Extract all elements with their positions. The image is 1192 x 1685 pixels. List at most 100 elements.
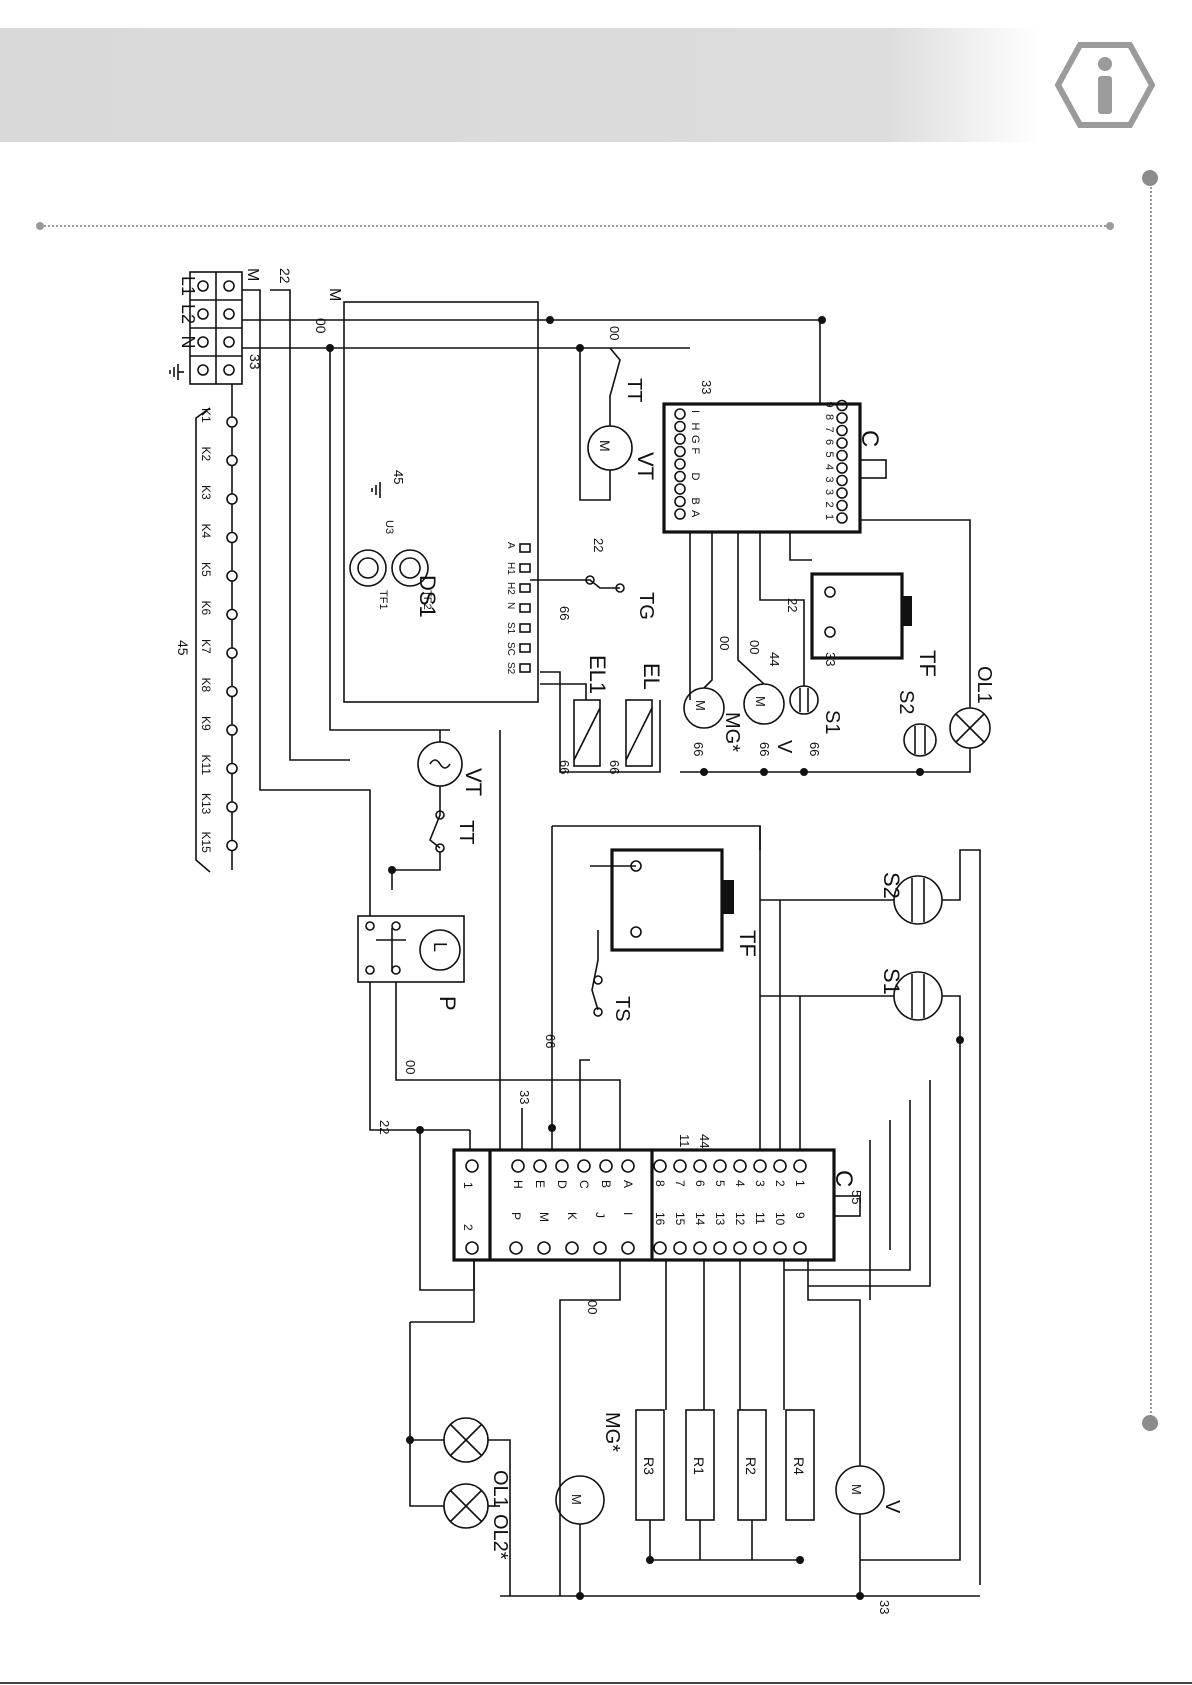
terminal-screw	[223, 336, 235, 348]
svg-text:M: M	[569, 1494, 584, 1505]
pin-label: H2	[505, 582, 516, 595]
controller-pin	[621, 1241, 635, 1255]
probe-label: TF1	[377, 590, 389, 610]
pin-label: F	[689, 448, 701, 455]
terminal-label: N	[178, 336, 198, 349]
terminal-k-label: K3	[199, 485, 213, 500]
fan-label: VT	[461, 768, 486, 796]
wire-number: 44	[697, 1134, 712, 1148]
terminal-k-label: K2	[199, 447, 213, 462]
wire-number: 44	[767, 652, 782, 666]
pressure-switch	[357, 915, 465, 983]
wire-number: 66	[557, 760, 572, 774]
controller-pin	[836, 499, 848, 512]
controller-pin	[773, 1159, 787, 1173]
terminal-screw	[197, 280, 209, 292]
wire-number: 00	[607, 326, 622, 340]
s2-label: S2	[879, 872, 904, 899]
pin-label: J	[593, 1212, 607, 1218]
controller-pin	[537, 1241, 551, 1255]
fan-label: VT	[633, 452, 658, 480]
wire-number: 11	[677, 1134, 692, 1148]
terminal-k-label: K4	[199, 524, 213, 539]
controller-pin	[621, 1159, 635, 1173]
wire-number: 22	[785, 598, 800, 612]
wire-number: 22	[377, 1120, 392, 1134]
indicator-s2-icon	[903, 723, 937, 757]
pin-label: 6	[693, 1180, 707, 1187]
pin-label: A	[621, 1180, 635, 1188]
controller-pin	[836, 474, 848, 487]
v-label: V	[773, 740, 795, 754]
pin-label: 3	[823, 489, 835, 495]
terminal-k	[226, 801, 238, 813]
el-label: EL	[639, 663, 664, 690]
terminal-k	[226, 493, 238, 505]
pin-label: 13	[713, 1212, 727, 1226]
wire-number: 55	[849, 1190, 864, 1204]
wire-number: 66	[543, 1034, 558, 1048]
terminal-label: L1	[178, 276, 198, 296]
terminal-screw	[197, 308, 209, 320]
controller-pin	[673, 1241, 687, 1255]
ts-label: TS	[611, 996, 633, 1022]
wire-number: 33	[877, 1600, 892, 1614]
side-number: U3	[383, 520, 395, 534]
controller-label: C	[856, 430, 883, 447]
pin-label: P	[509, 1212, 523, 1220]
terminal-k	[226, 724, 238, 736]
wire-number: 22	[591, 538, 606, 552]
pin-label: 2	[823, 502, 835, 508]
r4-label: R4	[791, 1457, 807, 1475]
pin-label: 4	[733, 1180, 747, 1187]
pin-label: S2	[505, 662, 516, 675]
pin-label: 10	[773, 1212, 787, 1226]
terminal-k-label: K13	[199, 793, 213, 815]
controller-pin	[753, 1159, 767, 1173]
ds1-pin	[519, 583, 531, 593]
ds1-label: DS1	[415, 575, 440, 618]
pin-label: 7	[673, 1180, 687, 1187]
terminal-k	[226, 685, 238, 698]
terminal-k	[226, 762, 238, 775]
pressure-mark: L	[430, 942, 450, 952]
pin-label: B	[599, 1180, 613, 1188]
pin-label: D	[555, 1180, 569, 1189]
controller-pin	[836, 412, 848, 424]
controller-pin	[674, 483, 686, 495]
wire-number: 33	[699, 380, 714, 394]
terminal-k-label: K1	[199, 408, 213, 423]
bottom-circuit: VT TT L P TF TS S2 S1	[300, 730, 981, 1614]
el1-label: EL1	[585, 655, 610, 694]
controller-pin	[511, 1159, 525, 1173]
terminal-screw	[197, 336, 209, 348]
pin-label: 7	[823, 427, 835, 433]
heater-el	[625, 699, 653, 767]
timer-top	[810, 572, 904, 660]
terminal-tag: M	[244, 268, 261, 281]
horizontal-dotted-rule	[36, 222, 1114, 230]
timer-bottom	[610, 848, 724, 952]
r2-label: R2	[743, 1457, 759, 1475]
controller-pin	[599, 1159, 613, 1173]
v-label: V	[881, 1500, 903, 1514]
mg-label: MG*	[601, 1412, 623, 1452]
pin-label: G	[689, 435, 701, 444]
terminal-screw	[223, 364, 235, 376]
pin-label: 1	[823, 514, 835, 520]
s2-label: S2	[895, 690, 917, 714]
controller-pin	[713, 1241, 727, 1255]
ground-icon	[371, 482, 381, 498]
pin-label: 16	[653, 1212, 667, 1226]
pin-label: D	[689, 473, 701, 481]
pin-label: 3	[753, 1180, 767, 1187]
heater-el1	[573, 699, 601, 767]
terminal-k	[226, 454, 238, 467]
terminal-k	[226, 416, 238, 428]
wire-number: 00	[585, 1300, 600, 1314]
pin-label: 12	[733, 1212, 747, 1226]
controller-pin	[533, 1159, 547, 1173]
terminal-k-label: K5	[199, 562, 213, 577]
wire-number: 45	[391, 470, 406, 484]
